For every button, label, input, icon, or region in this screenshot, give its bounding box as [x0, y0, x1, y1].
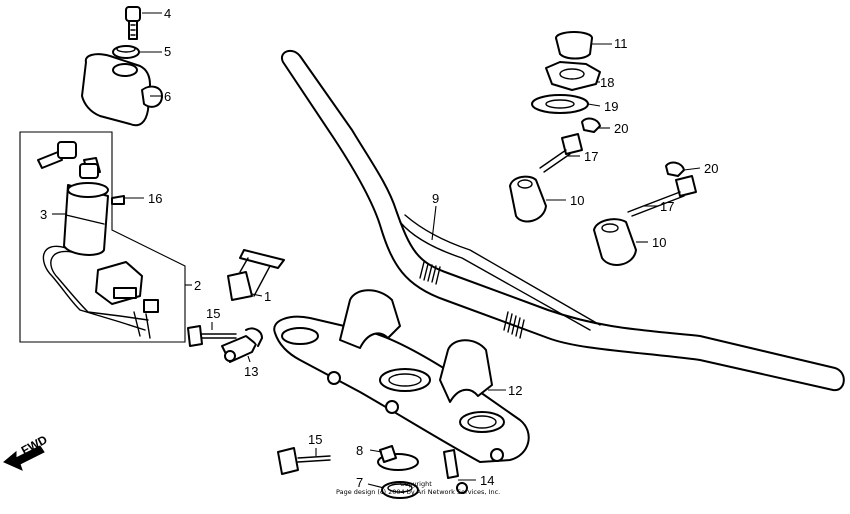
callout-12: 12 — [508, 383, 522, 398]
leader-lines — [52, 12, 701, 489]
callout-8: 8 — [356, 443, 363, 458]
callout-13: 13 — [244, 364, 258, 379]
callout-17-lower: 17 — [660, 199, 674, 214]
fwd-arrow-icon — [3, 445, 45, 471]
bolt-17-upper[interactable] — [539, 133, 583, 173]
handlebar[interactable] — [280, 49, 845, 392]
cap-20-upper[interactable] — [581, 117, 601, 133]
copyright-line-2: Page design (c) 2004 by Ari Network Serv… — [336, 488, 500, 496]
ignition-switch-assembly[interactable] — [19, 131, 186, 343]
ignition-key[interactable] — [125, 6, 141, 40]
callout-4: 4 — [164, 6, 171, 21]
callout-20-lower: 20 — [704, 161, 718, 176]
copyright-watermark: Copyright Page design (c) 2004 by Ari Ne… — [336, 480, 500, 496]
holder-10-lower[interactable] — [593, 218, 637, 266]
callout-20-upper: 20 — [614, 121, 628, 136]
bolt-17-lower[interactable] — [627, 175, 697, 217]
callout-1: 1 — [264, 289, 271, 304]
clamp-13[interactable] — [221, 327, 263, 363]
callout-labels: 4 5 6 16 3 2 1 15 13 15 8 7 14 12 9 11 1… — [40, 6, 718, 490]
cap-11[interactable] — [555, 31, 593, 60]
bracket-part-1[interactable] — [227, 249, 285, 301]
callout-10-lower: 10 — [652, 235, 666, 250]
copyright-line-1: Copyright — [400, 480, 432, 488]
callout-15-upper: 15 — [206, 306, 220, 321]
callout-6: 6 — [164, 89, 171, 104]
callout-16: 16 — [148, 191, 162, 206]
bolt-15-lower[interactable] — [277, 447, 331, 475]
washer-19[interactable] — [531, 94, 589, 114]
clamp-7[interactable] — [381, 481, 419, 499]
ignition-nut[interactable] — [112, 45, 140, 59]
clamp-8[interactable] — [377, 445, 419, 471]
handlebar-knurl-right — [503, 311, 525, 339]
bolt-15-upper[interactable] — [187, 325, 237, 347]
callout-3: 3 — [40, 207, 47, 222]
nut-18[interactable] — [545, 61, 601, 91]
callout-18: 18 — [600, 75, 614, 90]
callout-7: 7 — [356, 475, 363, 490]
handlebar-knurl-left — [419, 261, 441, 285]
callout-19: 19 — [604, 99, 618, 114]
callout-14: 14 — [480, 473, 494, 488]
callout-5: 5 — [164, 44, 171, 59]
clamp-14[interactable] — [443, 449, 468, 494]
fwd-indicator: FWD — [3, 432, 50, 471]
callout-15-lower: 15 — [308, 432, 322, 447]
callout-11: 11 — [614, 36, 628, 51]
callout-10-upper: 10 — [570, 193, 584, 208]
callout-2: 2 — [194, 278, 201, 293]
callout-17-upper: 17 — [584, 149, 598, 164]
top-bridge[interactable] — [273, 289, 530, 463]
callout-9: 9 — [432, 191, 439, 206]
holder-10-upper[interactable] — [509, 175, 547, 223]
ignition-cover[interactable] — [81, 53, 163, 127]
cap-20-lower[interactable] — [665, 161, 685, 177]
